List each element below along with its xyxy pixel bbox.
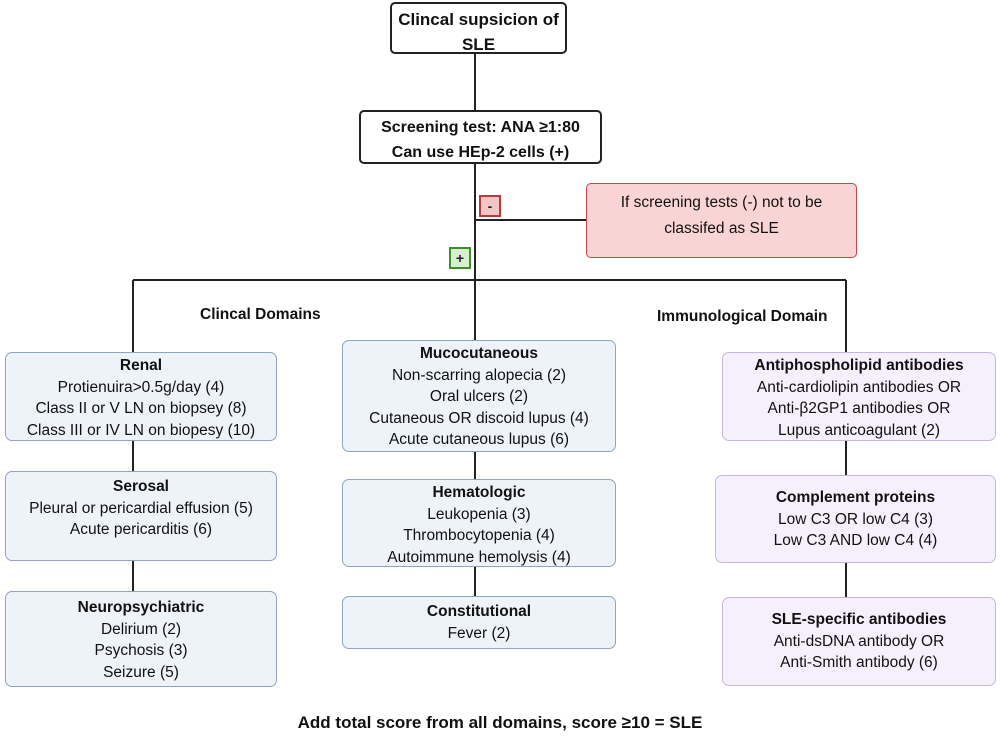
sle-specific-domain-box: SLE-specific antibodies Anti-dsDNA antib… [722,597,996,686]
screening-test-line1: Screening test: ANA ≥1:80 [381,119,580,136]
clinical-suspicion-box: Clincal supsicion of SLE [390,2,567,54]
total-score-footer: Add total score from all domains, score … [297,713,703,732]
complement-domain-box: Complement proteins Low C3 OR low C4 (3)… [715,475,996,563]
hematologic-item: Leukopenia (3) [427,505,531,523]
clinical-domains-label: Clincal Domains [200,306,321,323]
mucocutaneous-item: Cutaneous OR discoid lupus (4) [369,409,589,427]
negative-screening-line2: classifed as SLE [664,220,779,237]
mucocutaneous-domain-box: Mucocutaneous Non-scarring alopecia (2) … [342,340,616,452]
complement-title: Complement proteins [775,489,936,506]
antiphospholipid-title: Antiphospholipid antibodies [754,357,964,374]
antiphospholipid-item: Lupus anticoagulant (2) [777,421,940,439]
hematologic-title: Hematologic [432,484,526,501]
constitutional-domain-box: Constitutional Fever (2) [342,596,616,649]
renal-title: Renal [119,357,163,374]
constitutional-item: Fever (2) [447,624,511,642]
renal-domain-box: Renal Protienuira>0.5g/day (4) Class II … [5,352,277,441]
complement-item: Low C3 AND low C4 (4) [773,532,938,550]
neuropsychiatric-item: Seizure (5) [103,663,179,681]
renal-item: Protienuira>0.5g/day (4) [57,378,225,396]
neuropsychiatric-item: Delirium (2) [100,620,182,638]
renal-item: Class II or V LN on biopsey (8) [35,400,247,418]
clinical-suspicion-line2: SLE [461,35,496,54]
complement-item: Low C3 OR low C4 (3) [777,510,934,528]
neuropsychiatric-domain-box: Neuropsychiatric Delirium (2) Psychosis … [5,591,277,687]
mucocutaneous-title: Mucocutaneous [420,345,538,362]
sle-specific-item: Anti-dsDNA antibody OR [773,632,945,650]
hematologic-item: Thrombocytopenia (4) [403,527,555,545]
serosal-item: Pleural or pericardial effusion (5) [29,499,253,517]
mucocutaneous-item: Oral ulcers (2) [429,388,529,406]
constitutional-title: Constitutional [426,603,532,620]
screening-test-line2: Can use HEp-2 cells (+) [391,144,570,161]
serosal-item: Acute pericarditis (6) [69,521,213,539]
sle-specific-title: SLE-specific antibodies [771,611,947,628]
neuropsychiatric-item: Psychosis (3) [94,642,188,660]
mucocutaneous-item: Non-scarring alopecia (2) [391,366,567,384]
negative-screening-line1: If screening tests (-) not to be [620,194,823,211]
serosal-domain-box: Serosal Pleural or pericardial effusion … [5,471,277,561]
sle-specific-item: Anti-Smith antibody (6) [780,654,938,672]
hematologic-item: Autoimmune hemolysis (4) [387,548,571,566]
negative-sign: - [479,195,501,217]
renal-item: Class III or IV LN on biopesy (10) [26,421,256,439]
negative-screening-box: If screening tests (-) not to be classif… [586,183,857,258]
screening-test-box: Screening test: ANA ≥1:80 Can use HEp-2 … [359,110,602,164]
antiphospholipid-item: Anti-cardiolipin antibodies OR [756,378,962,396]
neuropsychiatric-title: Neuropsychiatric [77,599,205,616]
antiphospholipid-domain-box: Antiphospholipid antibodies Anti-cardiol… [722,352,996,441]
antiphospholipid-item: Anti-β2GP1 antibodies OR [767,400,951,418]
mucocutaneous-item: Acute cutaneous lupus (6) [388,431,570,449]
immunological-domain-label: Immunological Domain [657,308,828,325]
serosal-title: Serosal [112,478,169,495]
clinical-suspicion-line1: Clincal supsicion of [398,10,559,29]
hematologic-domain-box: Hematologic Leukopenia (3) Thrombocytope… [342,479,616,567]
positive-sign: + [449,247,471,269]
